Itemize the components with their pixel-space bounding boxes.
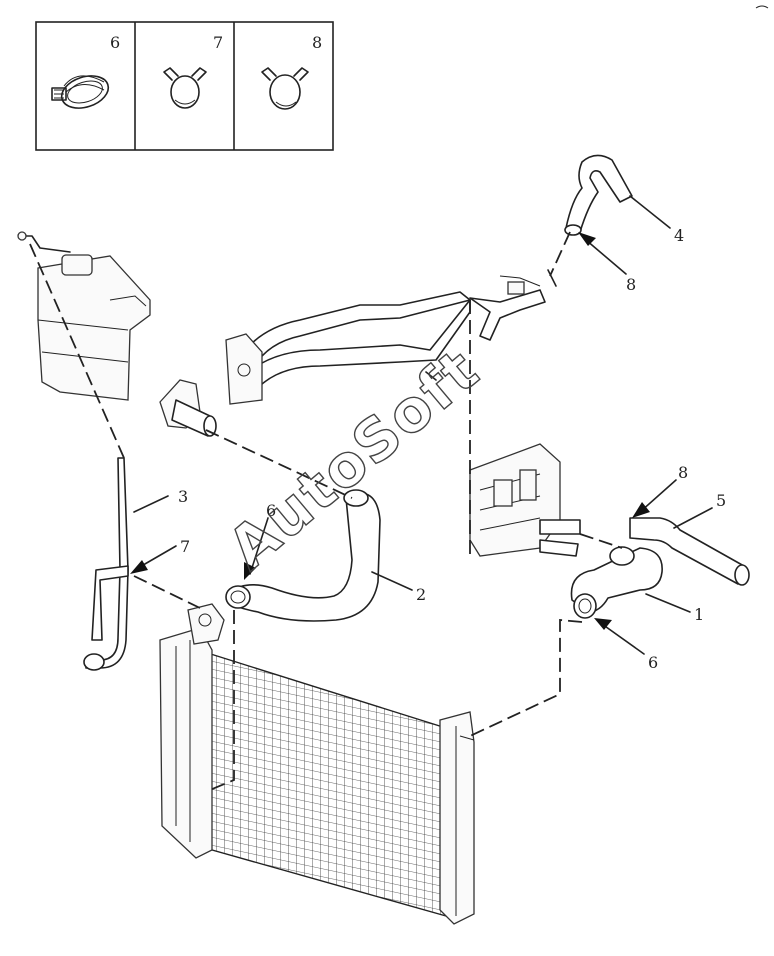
heater-hose-5 (629, 517, 750, 586)
engine-water-outlet (469, 443, 581, 557)
heater-hose-4 (564, 154, 633, 236)
coolant-reservoir (17, 231, 151, 401)
callout-5: 5 (716, 491, 726, 510)
corner-mark (755, 5, 769, 9)
lower-radiator-hose-1 (570, 546, 663, 619)
callout-leaders (130, 195, 713, 655)
callout-6-left: 6 (266, 501, 276, 520)
clamp-6-label: 6 (110, 33, 120, 52)
thermostat-housing (159, 379, 217, 437)
callout-7: 7 (180, 537, 190, 556)
callout-3: 3 (178, 487, 188, 506)
callout-4: 4 (674, 226, 684, 245)
callout-1: 1 (694, 605, 704, 624)
callout-8-top: 8 (626, 275, 636, 294)
overflow-hose-3 (83, 457, 129, 671)
clamp-legend-box: 6 7 8 (35, 21, 334, 151)
upper-radiator-hose-2 (225, 489, 381, 622)
clamp-7-label: 7 (213, 33, 223, 52)
spring-clamp-icon (163, 67, 207, 109)
connection-lines (29, 231, 623, 791)
callout-2: 2 (416, 585, 426, 604)
radiator (159, 603, 475, 925)
callout-8-mid: 8 (678, 463, 688, 482)
spring-clamp-large-icon (261, 67, 309, 110)
clamp-8-label: 8 (312, 33, 322, 52)
callout-6-right: 6 (648, 653, 658, 672)
callout-labels: 4 8 8 5 1 6 2 6 3 7 (178, 226, 726, 672)
worm-gear-clamp-icon (51, 75, 110, 109)
